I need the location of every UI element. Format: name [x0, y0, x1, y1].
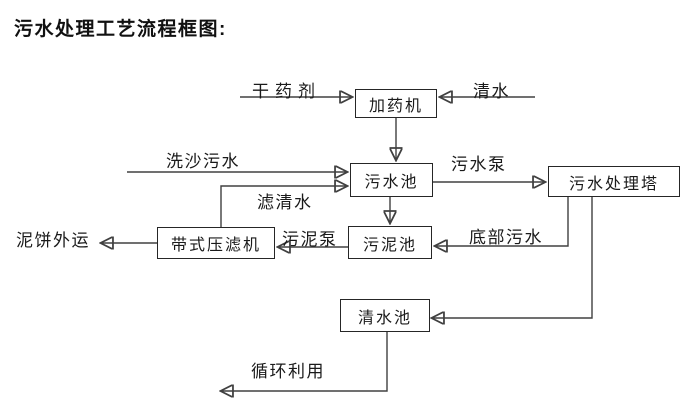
node-sewage-treatment-tower: 污水处理塔 — [548, 166, 680, 197]
node-sewage-pool: 污水池 — [350, 163, 433, 197]
label-bottom-sewage: 底部污水 — [469, 228, 543, 247]
label-dry-agent: 干药剂 — [252, 82, 321, 101]
label-sand-washing-sewage: 洗沙污水 — [166, 152, 240, 171]
node-sludge-pool: 污泥池 — [348, 226, 432, 259]
page-title: 污水处理工艺流程框图: — [14, 19, 227, 40]
node-clean-water-pool: 清水池 — [340, 299, 430, 332]
connector-filtered-water-to-sewage-pool — [220, 186, 347, 227]
label-sewage-pump: 污水泵 — [451, 155, 507, 174]
connector-bottom-sewage-to-sludge-pool — [435, 197, 569, 246]
connector-clean-pool-to-recycle — [221, 332, 388, 391]
label-recycle-use: 循环利用 — [251, 362, 325, 381]
node-dosing-machine: 加药机 — [355, 89, 437, 118]
label-clean-water: 清水 — [473, 82, 510, 101]
connector-tower-to-clean-water-pool — [432, 197, 593, 318]
label-sludge-pump: 污泥泵 — [282, 230, 338, 249]
node-belt-filter-press: 带式压滤机 — [157, 227, 275, 259]
label-mud-cake-transport: 泥饼外运 — [16, 231, 90, 250]
label-filtered-water: 滤清水 — [257, 193, 313, 212]
